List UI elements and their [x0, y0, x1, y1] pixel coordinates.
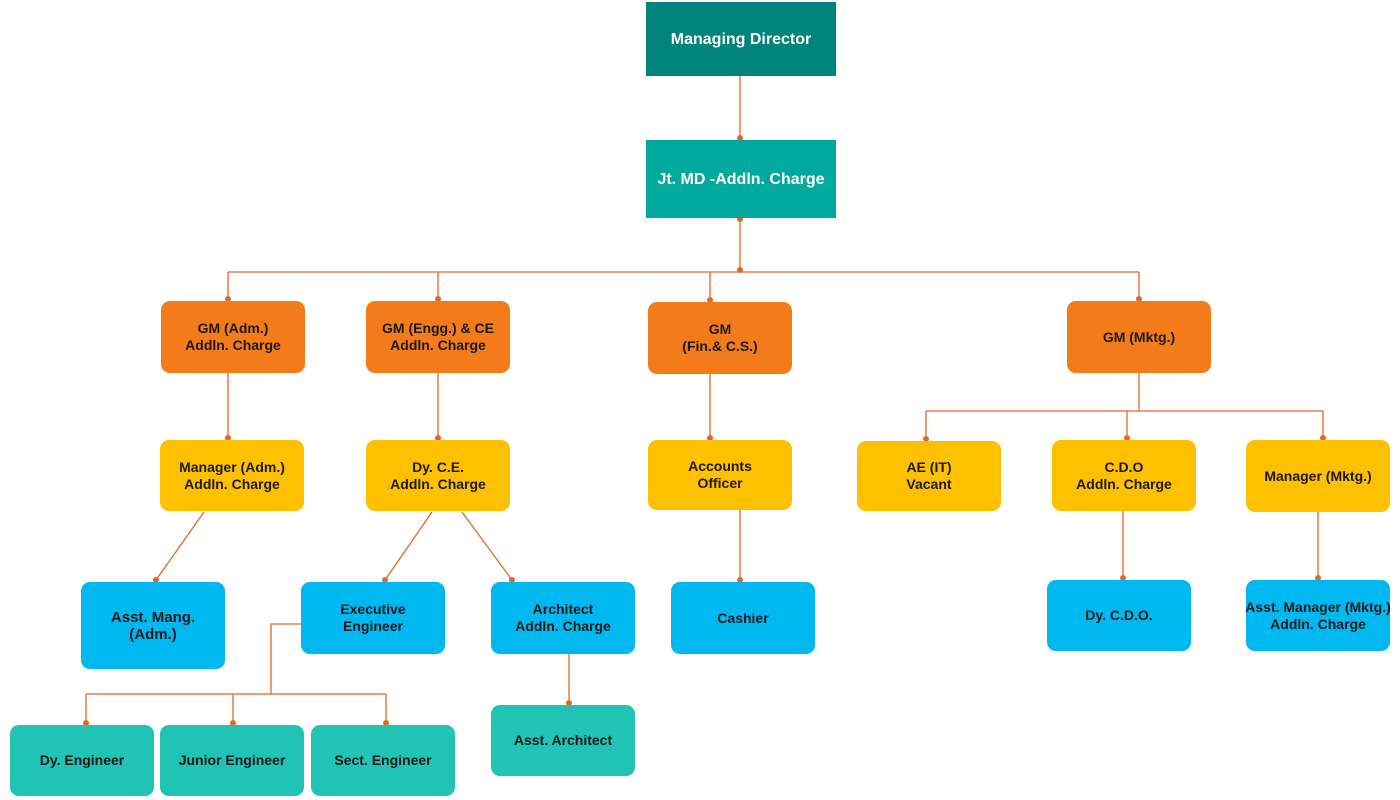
- cdo-subtitle: Addln. Charge: [1076, 475, 1172, 492]
- dy-cdo-title: Dy. C.D.O.: [1085, 607, 1153, 623]
- asst-mang-adm-subtitle: (Adm.): [129, 625, 177, 643]
- dy-engineer-title: Dy. Engineer: [39, 752, 125, 768]
- manager-adm-title: Manager (Adm.): [179, 458, 285, 475]
- gm-engg-box: GM (Engg.) & CE Addln. Charge: [366, 301, 510, 373]
- asst-mang-adm-title: Asst. Mang.: [110, 608, 196, 626]
- gm-adm-box: GM (Adm.) Addln. Charge: [161, 301, 305, 373]
- asst-manager-mktg-title: Asst. Manager (Mktg.): [1245, 598, 1391, 615]
- ae-it-subtitle: Vacant: [906, 476, 952, 492]
- dy-ce-subtitle: Addln. Charge: [390, 475, 486, 492]
- executive-engineer-title: Executive: [340, 601, 406, 617]
- connector-dot-7: [225, 435, 231, 441]
- connector-dot-12: [1320, 435, 1326, 441]
- accounts-officer-title: Accounts: [688, 458, 752, 474]
- architect-box: Architect Addln. Charge: [491, 582, 635, 654]
- manager-adm-box: Manager (Adm.) Addln. Charge: [160, 440, 304, 511]
- connector-dot-6: [1136, 296, 1142, 302]
- gm-fin-title: GM: [708, 321, 732, 337]
- manager-mktg-title: Manager (Mktg.): [1264, 467, 1372, 484]
- ae-it-box: AE (IT) Vacant: [857, 441, 1001, 511]
- dy-engineer-box: Dy. Engineer: [10, 725, 154, 796]
- asst-architect-box: Asst. Architect: [491, 705, 635, 776]
- gm-adm-title: GM (Adm.): [197, 320, 269, 336]
- asst-manager-mktg-box: Asst. Manager (Mktg.) Addln. Charge: [1245, 580, 1391, 651]
- asst-architect-title: Asst. Architect: [513, 732, 613, 748]
- connector-dot-18: [1315, 575, 1321, 581]
- manager-adm-subtitle: Addln. Charge: [184, 475, 280, 492]
- connector-dot-0: [737, 135, 743, 141]
- executive-engineer-box: Executive Engineer: [301, 582, 445, 654]
- junior-engineer-title: Junior Engineer: [178, 752, 286, 768]
- connector-dot-16: [737, 577, 743, 583]
- connector-dot-15: [509, 577, 515, 583]
- asst-manager-mktg-subtitle: Addln. Charge: [1270, 615, 1366, 632]
- accounts-officer-box: Accounts Officer: [648, 440, 792, 510]
- architect-subtitle: Addln. Charge: [515, 618, 611, 634]
- connector-dyce-exec: [384, 511, 433, 581]
- gm-mktg-box: GM (Mktg.): [1067, 301, 1211, 373]
- gm-engg-subtitle: Addln. Charge: [390, 337, 486, 353]
- dy-ce-box: Dy. C.E. Addln. Charge: [366, 440, 510, 511]
- cashier-box: Cashier: [671, 582, 815, 654]
- connector-dot-17: [1120, 575, 1126, 581]
- cdo-box: C.D.O Addln. Charge: [1052, 440, 1196, 511]
- gm-mktg-title: GM (Mktg.): [1102, 328, 1176, 345]
- connector-dot-20: [230, 720, 236, 726]
- managing-director-label: Managing Director: [670, 30, 812, 48]
- connector-dot-14: [382, 577, 388, 583]
- gm-fin-box: GM (Fin.& C.S.): [648, 302, 792, 374]
- connector-dot-4: [435, 296, 441, 302]
- cdo-title: C.D.O: [1104, 458, 1144, 475]
- connector-dot-5: [707, 297, 713, 303]
- connector-manager-asst-mang: [155, 511, 205, 581]
- sect-engineer-title: Sect. Engineer: [334, 752, 432, 768]
- dy-cdo-box: Dy. C.D.O.: [1047, 580, 1191, 651]
- connector-exec-elbow: [270, 623, 301, 694]
- gm-adm-subtitle: Addln. Charge: [185, 337, 281, 353]
- connector-dyce-architect: [461, 511, 513, 581]
- cashier-title: Cashier: [717, 609, 769, 626]
- gm-fin-subtitle: (Fin.& C.S.): [682, 338, 758, 354]
- connector-dot-8: [435, 435, 441, 441]
- executive-engineer-subtitle: Engineer: [343, 618, 403, 634]
- gm-engg-title: GM (Engg.) & CE: [382, 320, 494, 336]
- jt-md-label: Jt. MD -Addln. Charge: [657, 170, 825, 188]
- managing-director-box: Managing Director: [646, 2, 836, 76]
- architect-title: Architect: [532, 601, 594, 617]
- connector-dot-11: [1124, 435, 1130, 441]
- connector-dot-21: [383, 720, 389, 726]
- manager-mktg-box: Manager (Mktg.): [1246, 440, 1390, 512]
- connector-dot-3: [225, 296, 231, 302]
- sect-engineer-box: Sect. Engineer: [311, 725, 455, 796]
- dy-ce-title: Dy. C.E.: [412, 458, 464, 475]
- asst-mang-adm-box: Asst. Mang. (Adm.): [81, 582, 225, 669]
- jt-md-box: Jt. MD -Addln. Charge: [646, 140, 836, 218]
- connector-dot-9: [707, 435, 713, 441]
- connector-dot-2: [737, 267, 743, 273]
- connector-dot-22: [566, 700, 572, 706]
- ae-it-title: AE (IT): [906, 459, 952, 475]
- accounts-officer-subtitle: Officer: [697, 475, 743, 491]
- connector-dot-10: [923, 436, 929, 442]
- junior-engineer-box: Junior Engineer: [160, 725, 304, 796]
- connector-dot-19: [83, 720, 89, 726]
- connector-dot-13: [153, 577, 159, 583]
